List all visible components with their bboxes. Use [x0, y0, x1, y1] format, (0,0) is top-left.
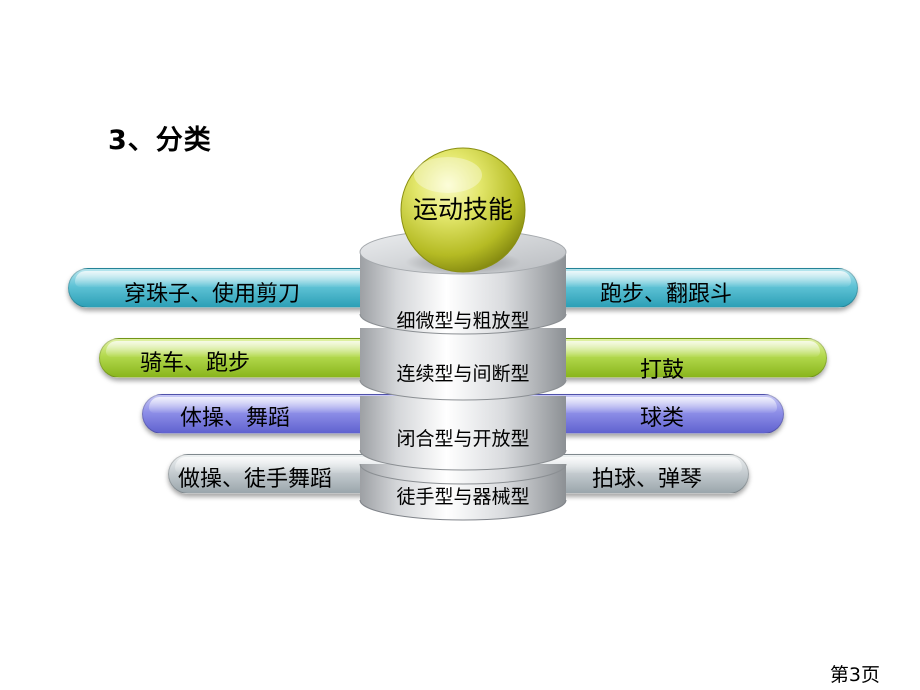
cylinder-layer-4	[359, 463, 567, 521]
row-3-left-text: 体操、舞蹈	[180, 406, 291, 431]
slide-title: 3、分类	[108, 125, 212, 156]
layer-label-1: 细微型与粗放型	[396, 310, 530, 332]
layer-label-4: 徒手型与器械型	[396, 486, 530, 508]
row-1-right-text: 跑步、翻跟斗	[600, 282, 733, 307]
row-3-right-text: 球类	[640, 406, 685, 431]
row-4-left-text: 做操、徒手舞蹈	[178, 467, 333, 492]
ball-highlight	[414, 157, 482, 193]
layer-label-2: 连续型与间断型	[396, 363, 530, 385]
row-2-right-text: 打鼓	[640, 358, 685, 383]
cylinder-layer-2	[359, 328, 567, 401]
center-ball	[400, 147, 526, 273]
row-2-left-text: 骑车、跑步	[140, 351, 251, 376]
cylinder-layer-3	[359, 396, 567, 471]
layer-label-3: 闭合型与开放型	[396, 428, 530, 450]
row-4-right-text: 拍球、弹琴	[592, 467, 703, 492]
center-label: 运动技能	[412, 195, 513, 224]
row-1-left-text: 穿珠子、使用剪刀	[124, 282, 301, 307]
page-number: 第3页	[829, 664, 880, 686]
